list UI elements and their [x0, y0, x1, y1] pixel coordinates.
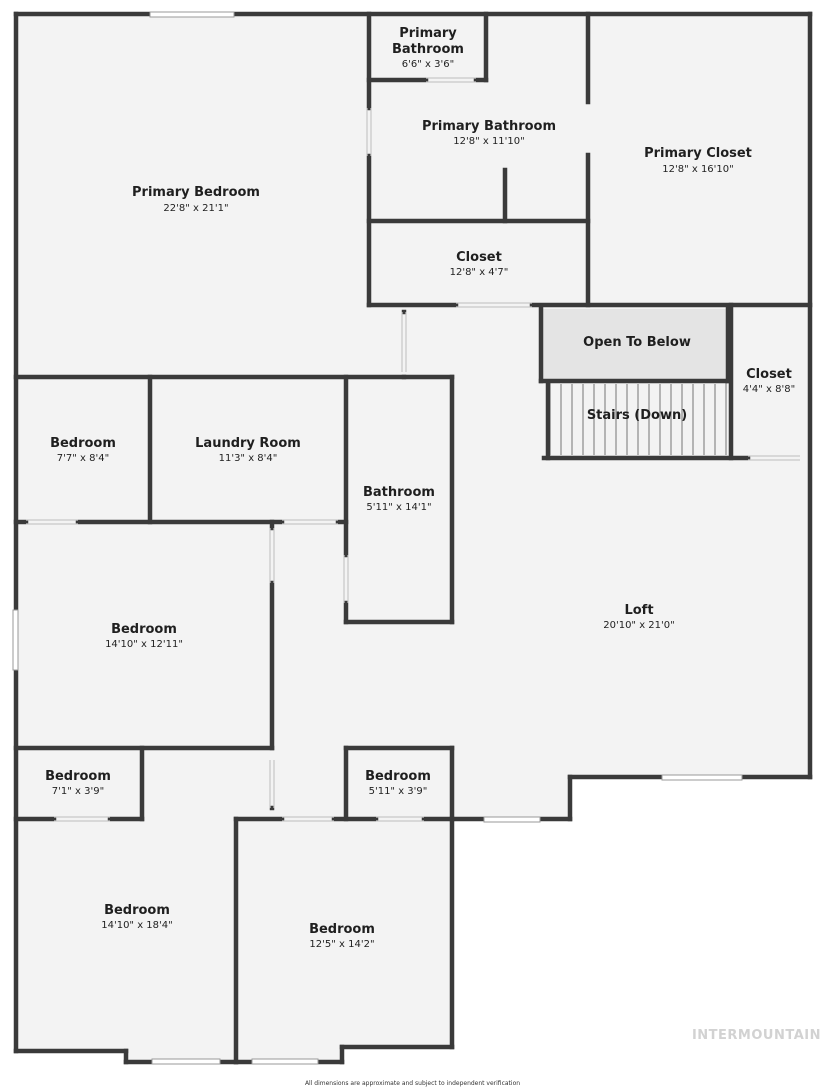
room-dims-primary-bedroom: 22'8" x 21'1" — [163, 203, 228, 214]
room-name-primary-bathroom-small-line2: Bathroom — [392, 42, 464, 57]
room-dims-bedroom-bottom-left: 14'10" x 18'4" — [101, 920, 173, 931]
room-dims-bedroom-closet-mid: 5'11" x 3'9" — [369, 786, 428, 797]
room-dims-bedroom-mid-left: 14'10" x 12'11" — [105, 639, 183, 650]
room-dims-bedroom-bottom-mid: 12'5" x 14'2" — [309, 939, 374, 950]
room-name-bedroom-closet-mid: Bedroom — [365, 769, 431, 784]
room-name-laundry: Laundry Room — [195, 436, 301, 451]
room-name-stairs: Stairs (Down) — [587, 408, 687, 423]
room-name-primary-closet: Primary Closet — [644, 146, 752, 161]
open-to-below-area — [541, 309, 728, 381]
room-name-closet-center: Closet — [456, 250, 502, 265]
watermark-logo: INTERMOUNTAIN — [691, 1028, 821, 1043]
room-name-bedroom-closet-left: Bedroom — [45, 769, 111, 784]
room-name-primary-bathroom: Primary Bathroom — [422, 119, 556, 134]
room-name-bedroom-bottom-mid: Bedroom — [309, 922, 375, 937]
room-labels: Primary Bedroom 22'8" x 21'1" Primary Ba… — [45, 26, 795, 950]
room-name-bedroom-mid-left: Bedroom — [111, 622, 177, 637]
room-name-closet-right: Closet — [746, 367, 792, 382]
room-dims-closet-center: 12'8" x 4'7" — [450, 267, 509, 278]
room-name-bedroom-small-left: Bedroom — [50, 436, 116, 451]
room-dims-bathroom: 5'11" x 14'1" — [366, 502, 431, 513]
floor-area — [16, 14, 810, 1062]
room-name-primary-bathroom-small-line1: Primary — [399, 26, 457, 41]
room-dims-bedroom-closet-left: 7'1" x 3'9" — [52, 786, 104, 797]
room-name-loft: Loft — [624, 603, 653, 618]
room-dims-loft: 20'10" x 21'0" — [603, 620, 675, 631]
room-dims-laundry: 11'3" x 8'4" — [219, 453, 278, 464]
room-name-open-to-below: Open To Below — [583, 335, 691, 350]
room-name-primary-bedroom: Primary Bedroom — [132, 185, 260, 200]
walls — [13, 11, 813, 1065]
room-dims-bedroom-small-left: 7'7" x 8'4" — [57, 453, 109, 464]
windows — [12, 11, 743, 1065]
room-dims-closet-right: 4'4" x 8'8" — [743, 384, 795, 395]
room-name-bathroom: Bathroom — [363, 485, 435, 500]
room-dims-primary-closet: 12'8" x 16'10" — [662, 164, 734, 175]
room-dims-primary-bathroom: 12'8" x 11'10" — [453, 136, 525, 147]
disclaimer-text: All dimensions are approximate and subje… — [304, 1080, 521, 1087]
door-openings — [26, 77, 800, 822]
room-dims-primary-bathroom-small: 6'6" x 3'6" — [402, 59, 454, 70]
room-name-bedroom-bottom-left: Bedroom — [104, 903, 170, 918]
